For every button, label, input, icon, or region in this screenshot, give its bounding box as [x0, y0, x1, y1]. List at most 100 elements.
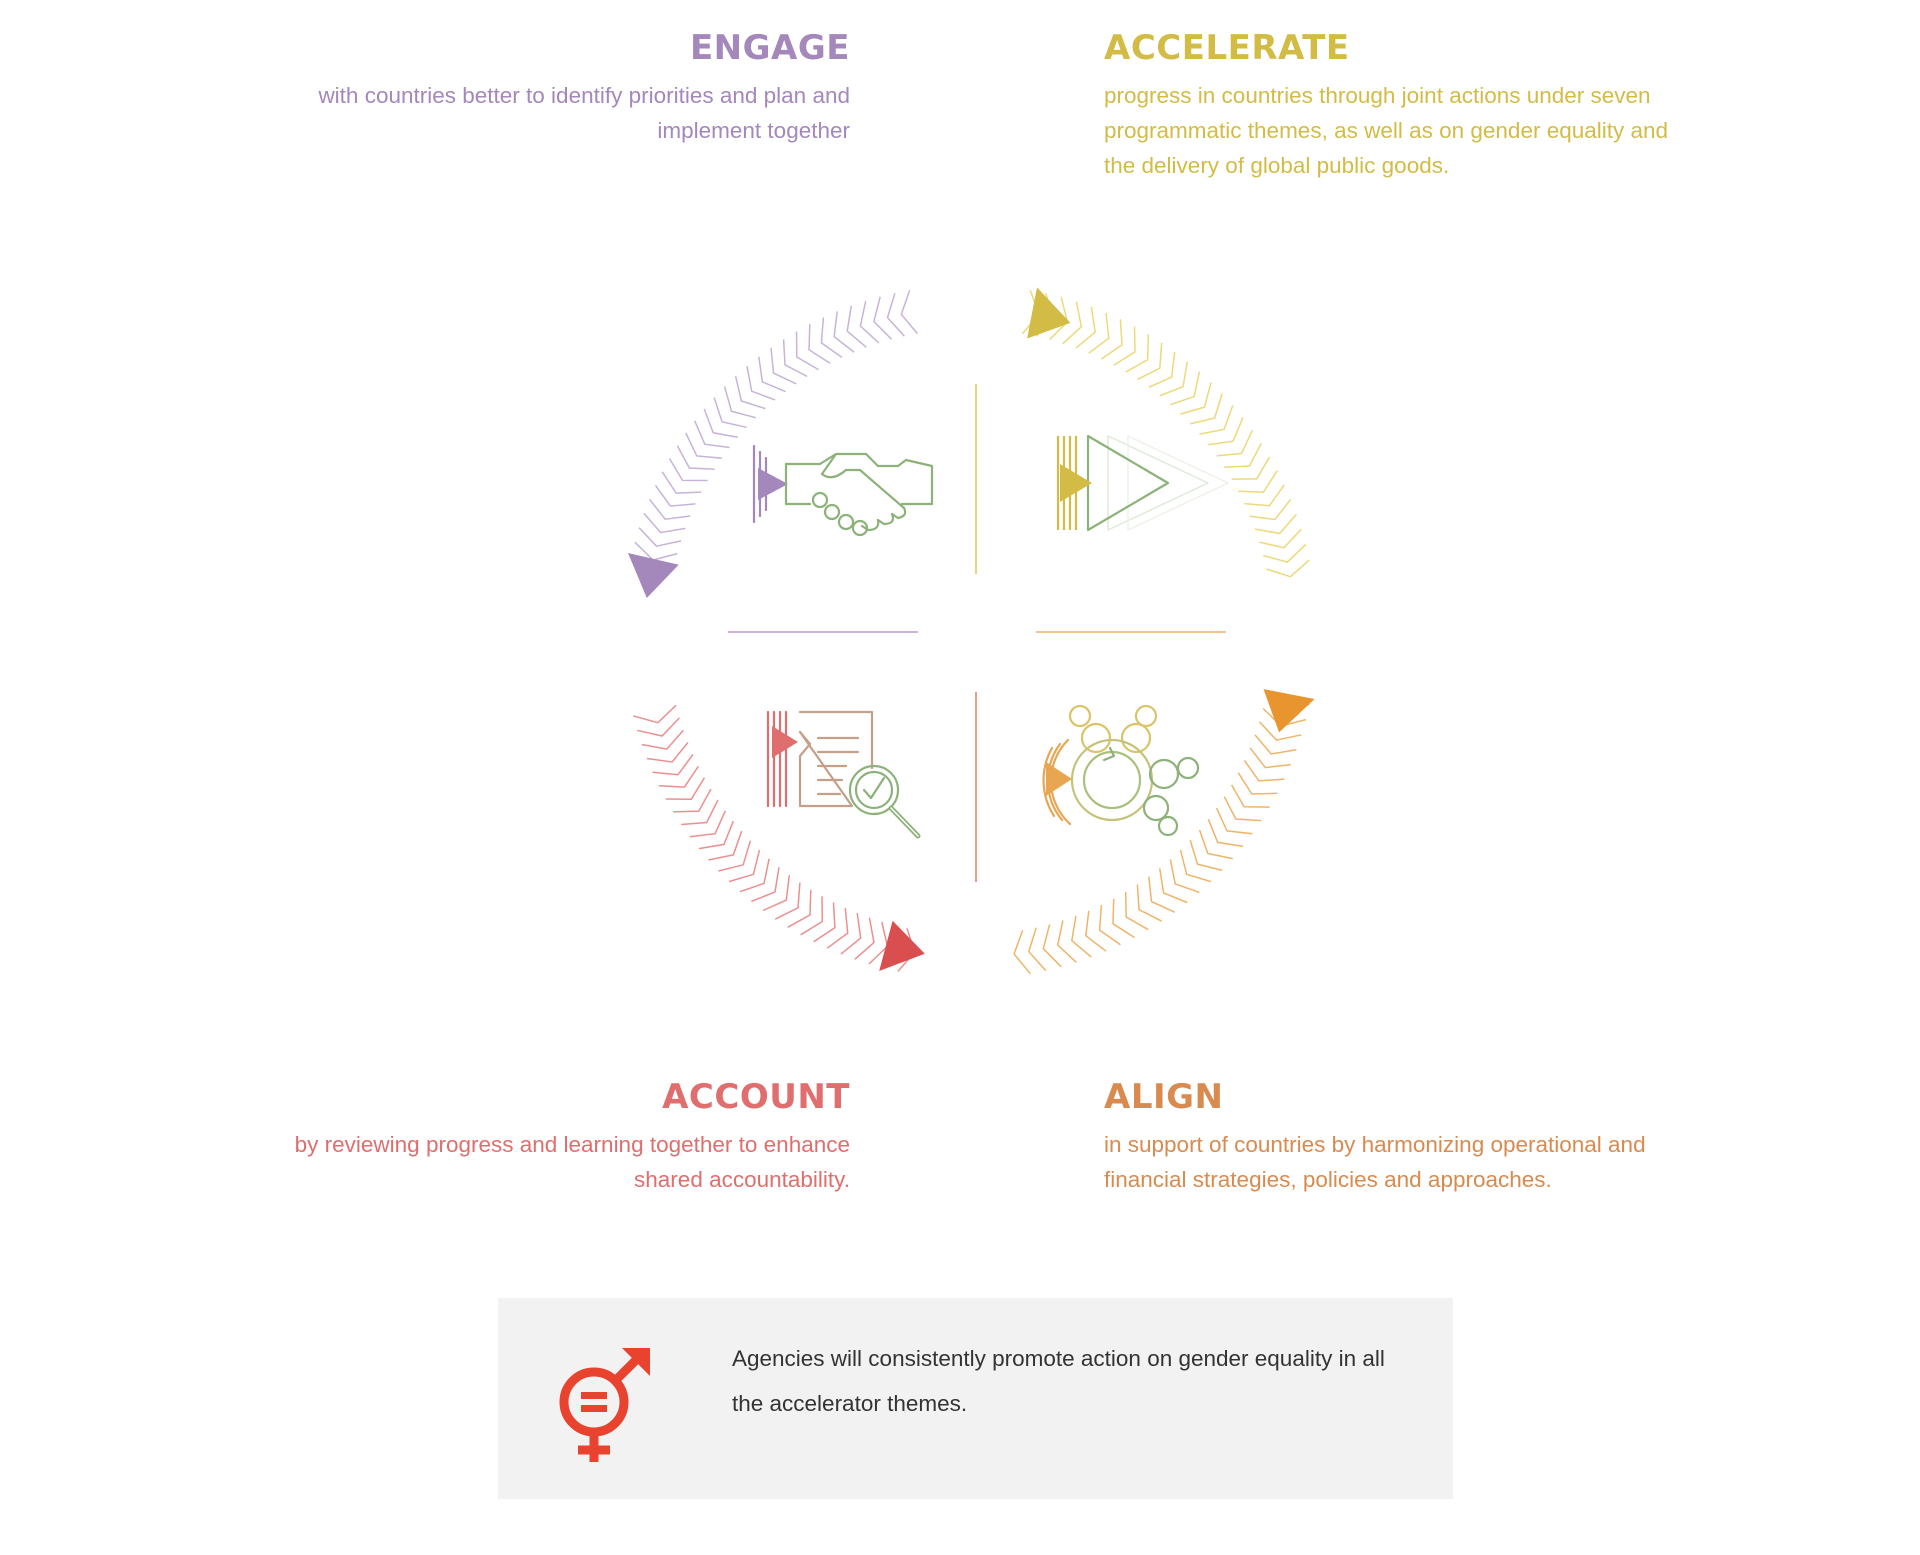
account-arrow-chevron	[854, 917, 875, 960]
accelerate-arrow	[1022, 287, 1310, 578]
accelerate-arrow-chevron	[1180, 382, 1212, 415]
account-arrow-chevron	[762, 875, 791, 912]
accelerate-title: ACCELERATE	[1104, 28, 1350, 68]
engage-arrow-chevron	[886, 292, 905, 337]
accelerate-arrow-chevron	[1170, 371, 1201, 406]
account-arrow-chevron	[751, 867, 780, 903]
accelerate-arrow-chevron	[1249, 498, 1292, 521]
account-arrow-chevron	[658, 765, 700, 788]
engage-title: ENGAGE	[689, 28, 850, 68]
accelerate-arrow-chevron	[1125, 334, 1150, 373]
engage-arrow-chevron	[820, 317, 843, 359]
accelerate-arrow-chevron	[1100, 319, 1123, 360]
align-arrow-chevron	[1124, 891, 1149, 931]
align-arrow-chevron	[1013, 930, 1031, 975]
engage-arrow-chevron	[873, 296, 893, 340]
align-arrow-chevron	[1112, 898, 1135, 939]
account-arrow-chevron	[646, 742, 689, 763]
align-arrow-chevron	[1179, 849, 1212, 883]
align-arrow-chevron	[1027, 927, 1047, 972]
account-arrow-chevron	[652, 754, 694, 776]
align-arrow-chevron	[1223, 796, 1262, 822]
align-arrow	[1013, 689, 1315, 975]
engage-arrow-chevron	[746, 366, 776, 401]
engage-arrow-chevron	[676, 445, 715, 470]
accelerate-arrow-chevron	[1254, 513, 1297, 535]
account-arrow-chevron	[800, 896, 824, 936]
align-arrow-chevron	[1085, 910, 1107, 952]
accelerate-arrow-chevron	[1224, 443, 1262, 469]
engage-arrow-chevron	[782, 339, 808, 378]
align-arrow-chevron	[1042, 924, 1062, 968]
accelerate-arrow-chevron	[1159, 361, 1189, 397]
engage-arrow-chevron	[685, 432, 722, 459]
engage-arrow-chevron	[654, 484, 696, 507]
engage-description: with countries better to identify priori…	[318, 83, 850, 143]
engage-arrow-head	[628, 553, 679, 598]
engage-arrow-chevron	[723, 386, 756, 419]
align-arrow-chevron	[1230, 784, 1270, 808]
account-arrow-chevron	[641, 729, 684, 750]
align-arrow-chevron	[1237, 772, 1278, 795]
align-title: ALIGN	[1104, 1077, 1224, 1117]
account-arrow-chevron	[739, 858, 770, 893]
engage-arrow-chevron	[661, 471, 702, 494]
account-arrow-chevron	[681, 799, 719, 826]
accelerate-arrow-chevron	[1148, 351, 1176, 388]
accelerate-arrow-chevron	[1113, 326, 1136, 366]
accelerate-arrow-chevron	[1088, 312, 1110, 354]
engage-arrow	[628, 290, 918, 598]
account-arrow-chevron	[840, 913, 862, 955]
engage-arrow-chevron	[846, 305, 867, 348]
align-arrow-head	[1263, 689, 1315, 733]
align-arrow-chevron	[1243, 759, 1285, 782]
accelerate-description: progress in countries through joint acti…	[1104, 83, 1669, 178]
align-arrow-chevron	[1169, 859, 1200, 894]
align-arrow-chevron	[1254, 734, 1297, 755]
align-arrow-chevron	[1136, 884, 1163, 922]
accelerate-arrow-chevron	[1208, 417, 1244, 446]
account-arrow-chevron	[698, 820, 734, 850]
handshake-icon	[752, 444, 934, 537]
account-arrow-chevron	[633, 704, 677, 724]
align-arrow-chevron	[1158, 868, 1188, 904]
engage-arrow-chevron	[694, 420, 730, 449]
engage-arrow-chevron	[643, 512, 686, 534]
gender-equality-note: Agencies will consistently promote actio…	[498, 1298, 1453, 1499]
account-arrow-chevron	[813, 902, 836, 943]
engage-arrow-chevron	[758, 356, 786, 393]
engage-arrow-chevron	[638, 527, 682, 548]
align-description: in support of countries by harmonizing o…	[1104, 1132, 1646, 1192]
engage-arrow-chevron	[795, 331, 819, 371]
align-arrow-chevron	[1249, 747, 1291, 769]
account-arrow-chevron	[673, 788, 712, 813]
accelerate-arrow-chevron	[1231, 456, 1271, 480]
accelerate-arrow-chevron	[1199, 405, 1234, 435]
account-arrow-chevron	[826, 908, 849, 949]
account-arrow-chevron	[665, 777, 706, 800]
accelerate-arrow-chevron	[1137, 342, 1163, 381]
align-arrow-chevron	[1207, 818, 1244, 848]
engage-arrow-chevron	[859, 300, 880, 344]
quadrant-dividers	[728, 384, 1226, 882]
align-arrow-chevron	[1098, 904, 1121, 946]
accelerate-arrow-chevron	[1216, 429, 1254, 457]
align-arrow-chevron	[1070, 915, 1092, 958]
accelerate-arrow-chevron	[1244, 484, 1285, 507]
engage-arrow-chevron	[713, 397, 747, 429]
align-arrow-chevron	[1148, 876, 1176, 913]
document-review-icon	[766, 710, 921, 839]
accelerate-arrow-chevron	[1062, 301, 1083, 345]
account-title: ACCOUNT	[662, 1077, 850, 1117]
engage-arrow-chevron	[668, 458, 708, 482]
accelerate-arrow-head	[1027, 287, 1071, 339]
account-arrow-chevron	[718, 840, 752, 872]
gear-cycle-icon	[1042, 704, 1200, 837]
engage-arrow-chevron	[900, 290, 918, 335]
engage-arrow-chevron	[734, 376, 766, 410]
cycle-arrows	[628, 287, 1315, 975]
engage-arrow-chevron	[648, 498, 691, 520]
gender-equality-text: Agencies will consistently promote actio…	[732, 1346, 1385, 1416]
align-arrow-chevron	[1258, 721, 1302, 741]
accelerate-arrow-chevron	[1075, 306, 1097, 349]
